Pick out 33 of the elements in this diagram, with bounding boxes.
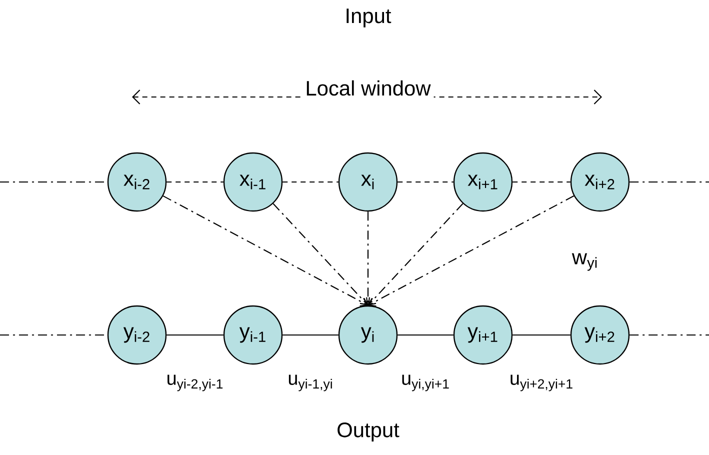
input-node: x$_{i}$ (338, 152, 398, 212)
arrow (368, 203, 464, 306)
input-node: x$_{i-1}$ (223, 152, 283, 212)
edge-label: u$_{yi-2,yi-1}$ (168, 374, 223, 392)
connector-line (398, 334, 454, 336)
caption: Output (338, 422, 400, 442)
connector-line (166, 181, 224, 183)
connector-line (630, 334, 709, 336)
title: Input (346, 8, 392, 28)
output-node: y$_{i-2}$ (107, 305, 167, 365)
connector-line (512, 181, 570, 183)
connector-line (282, 181, 338, 183)
arrow (272, 203, 368, 306)
input-node: x$_{i-2}$ (107, 152, 167, 212)
connector-line (398, 181, 454, 183)
arrow (368, 195, 574, 307)
output-node: y$_{i-1}$ (223, 305, 283, 365)
connector-line (630, 181, 709, 183)
connector-line (282, 334, 338, 336)
input-node: x$_{i+2}$ (570, 152, 630, 212)
output-node: y$_{i}$ (338, 305, 398, 365)
input-node: x$_{i+1}$ (453, 152, 513, 212)
output-node: y$_{i+2}$ (570, 305, 630, 365)
edge-label: u$_{yi+2,yi+1}$ (510, 374, 572, 392)
connector-line (166, 334, 224, 336)
window-label: Local window (306, 80, 431, 96)
output-node: y$_{i+1}$ (453, 305, 513, 365)
weight-label: w$_{yi}$ (572, 253, 597, 271)
edge-label: u$_{yi-1,yi}$ (288, 374, 332, 392)
arrow (363, 212, 373, 306)
connector-line (512, 334, 570, 336)
edge-label: u$_{yi,yi+1}$ (402, 374, 449, 392)
arrow (162, 195, 368, 307)
